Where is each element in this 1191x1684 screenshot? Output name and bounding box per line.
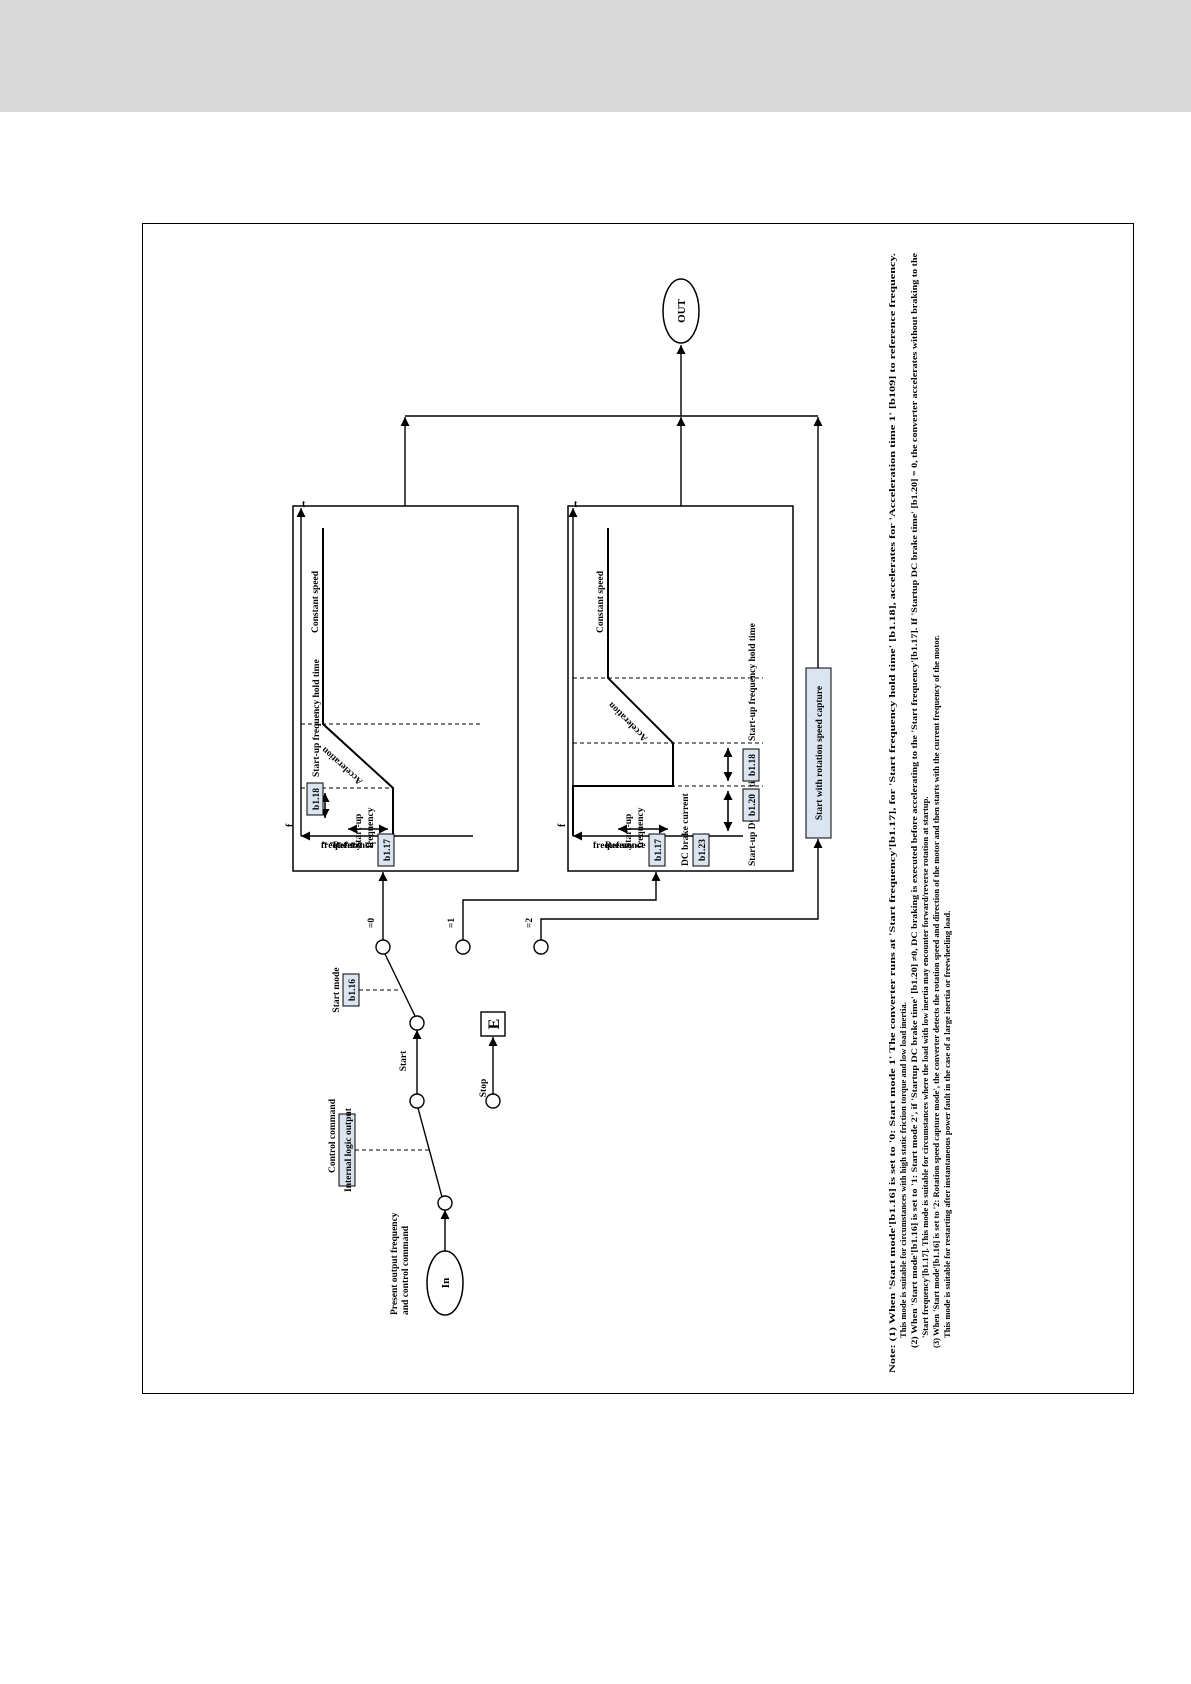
mode1-dc-time-param-box (742, 788, 760, 822)
mode1-t-label: t (574, 499, 578, 510)
mode0-startup-param: b1.17 (383, 839, 393, 861)
mode0-startup-param-box (377, 833, 395, 867)
switch2-pivot (409, 1015, 425, 1031)
branch-1-label: =1 (447, 918, 457, 928)
wire-mode2 (540, 839, 823, 940)
switch2-blade (384, 953, 416, 1017)
stop-label: Stop (479, 1079, 489, 1097)
in-node-label: In (440, 1278, 452, 1288)
switch2-contact-2 (533, 939, 549, 955)
mode0-constant-speed-label: Constant speed (311, 570, 321, 633)
mode1-dc-time-param: b1.20 (748, 794, 758, 816)
mode0-f-label: f (285, 823, 296, 827)
switch2-contact-0 (375, 939, 391, 955)
mode0-hold-param: b1.18 (312, 788, 322, 810)
diagram-frame (142, 223, 1134, 1394)
mode0-graph: f t Reference frequency Start-up frequen… (285, 499, 483, 867)
mode0-ref-freq-line2: frequency (321, 841, 362, 851)
internal-logic-label: Internal logic output (344, 1107, 354, 1192)
switch1-contact-start (409, 1093, 425, 1109)
mode1-startup-freq-line1: Start-up (624, 814, 634, 848)
switch1-pivot (437, 1195, 453, 1211)
out-node (662, 278, 700, 344)
mode0-curve (322, 528, 394, 836)
mode1-f-label: f (557, 823, 568, 827)
stop-symbol: E (486, 1019, 503, 1030)
note-line-2: This mode is suitable for circumstances … (898, 1002, 908, 1338)
start-mode-label: Start mode (332, 967, 342, 1012)
note-line-6: This mode is suitable for restarting aft… (942, 911, 952, 1338)
start-mode-param: b1.16 (348, 979, 358, 1001)
mode1-ref-freq-line1: Reference (605, 841, 645, 851)
mode1-dc-current-param: b1.23 (698, 839, 708, 861)
mode2-label: Start with rotation speed capture (815, 686, 825, 820)
control-command-label: Control command (328, 1098, 338, 1173)
mode0-startup-freq-line2: frequency (366, 807, 376, 848)
mode0-ref-freq-line1: Reference (333, 841, 373, 851)
note-line-1: Note: (1) When 'Start mode'[b1.16] is se… (887, 253, 897, 1373)
mode0-startup-freq-line1: Start-up (354, 814, 364, 848)
wire-mode1 (462, 872, 661, 940)
mode1-startup-param-box (648, 833, 666, 867)
out-node-label: OUT (676, 298, 688, 323)
mode1-hold-param: b1.18 (748, 754, 758, 776)
page-header-band (0, 0, 1191, 112)
mode1-startup-param: b1.17 (654, 839, 664, 861)
start-label: Start (399, 1050, 409, 1071)
mode0-t-label: t (302, 499, 306, 510)
notes-block: Note: (1) When 'Start mode'[b1.16] is se… (887, 253, 952, 1373)
mode1-curve (572, 528, 674, 836)
mode1-startup-freq-line2: frequency (636, 807, 646, 848)
mode0-hold-param-box (306, 782, 324, 816)
switch1-blade (417, 1107, 443, 1198)
mode0-box (292, 505, 519, 872)
diagram-stage: In Present output frequency and control … (143, 224, 1133, 1393)
switch2-contact-1 (455, 939, 471, 955)
mode1-ref-freq-line2: frequency (593, 841, 634, 851)
note-line-4: 'Start frequency'[b1.17]. This mode is s… (920, 796, 930, 1338)
mode1-hold-time-label: Start-up frequency hold time (748, 623, 758, 741)
note-line-3: (2) When 'Start mode'[b1.16] is set to '… (909, 253, 919, 1348)
start-mode-block-diagram: In Present output frequency and control … (285, 253, 952, 1373)
in-caption-line2: and control command (401, 1225, 411, 1315)
stop-node (485, 1093, 501, 1109)
mode1-constant-speed-label: Constant speed (596, 570, 606, 633)
branch-0-label: =0 (367, 918, 377, 928)
mode1-dc-current-param-box (692, 833, 710, 867)
mode1-hold-param-box (742, 748, 760, 782)
note-line-5: (3) When 'Start mode'[b1.16] is set to '… (931, 635, 941, 1348)
rotated-diagram: In Present output frequency and control … (143, 224, 1133, 1393)
branch-2-label: =2 (525, 918, 535, 928)
stop-symbol-box (480, 1011, 506, 1037)
mode1-dc-current-label: DC brake current (681, 793, 691, 866)
mode0-hold-time-label: Start-up frequency hold time (312, 659, 322, 777)
in-caption-line1: Present output frequency (390, 1212, 400, 1315)
